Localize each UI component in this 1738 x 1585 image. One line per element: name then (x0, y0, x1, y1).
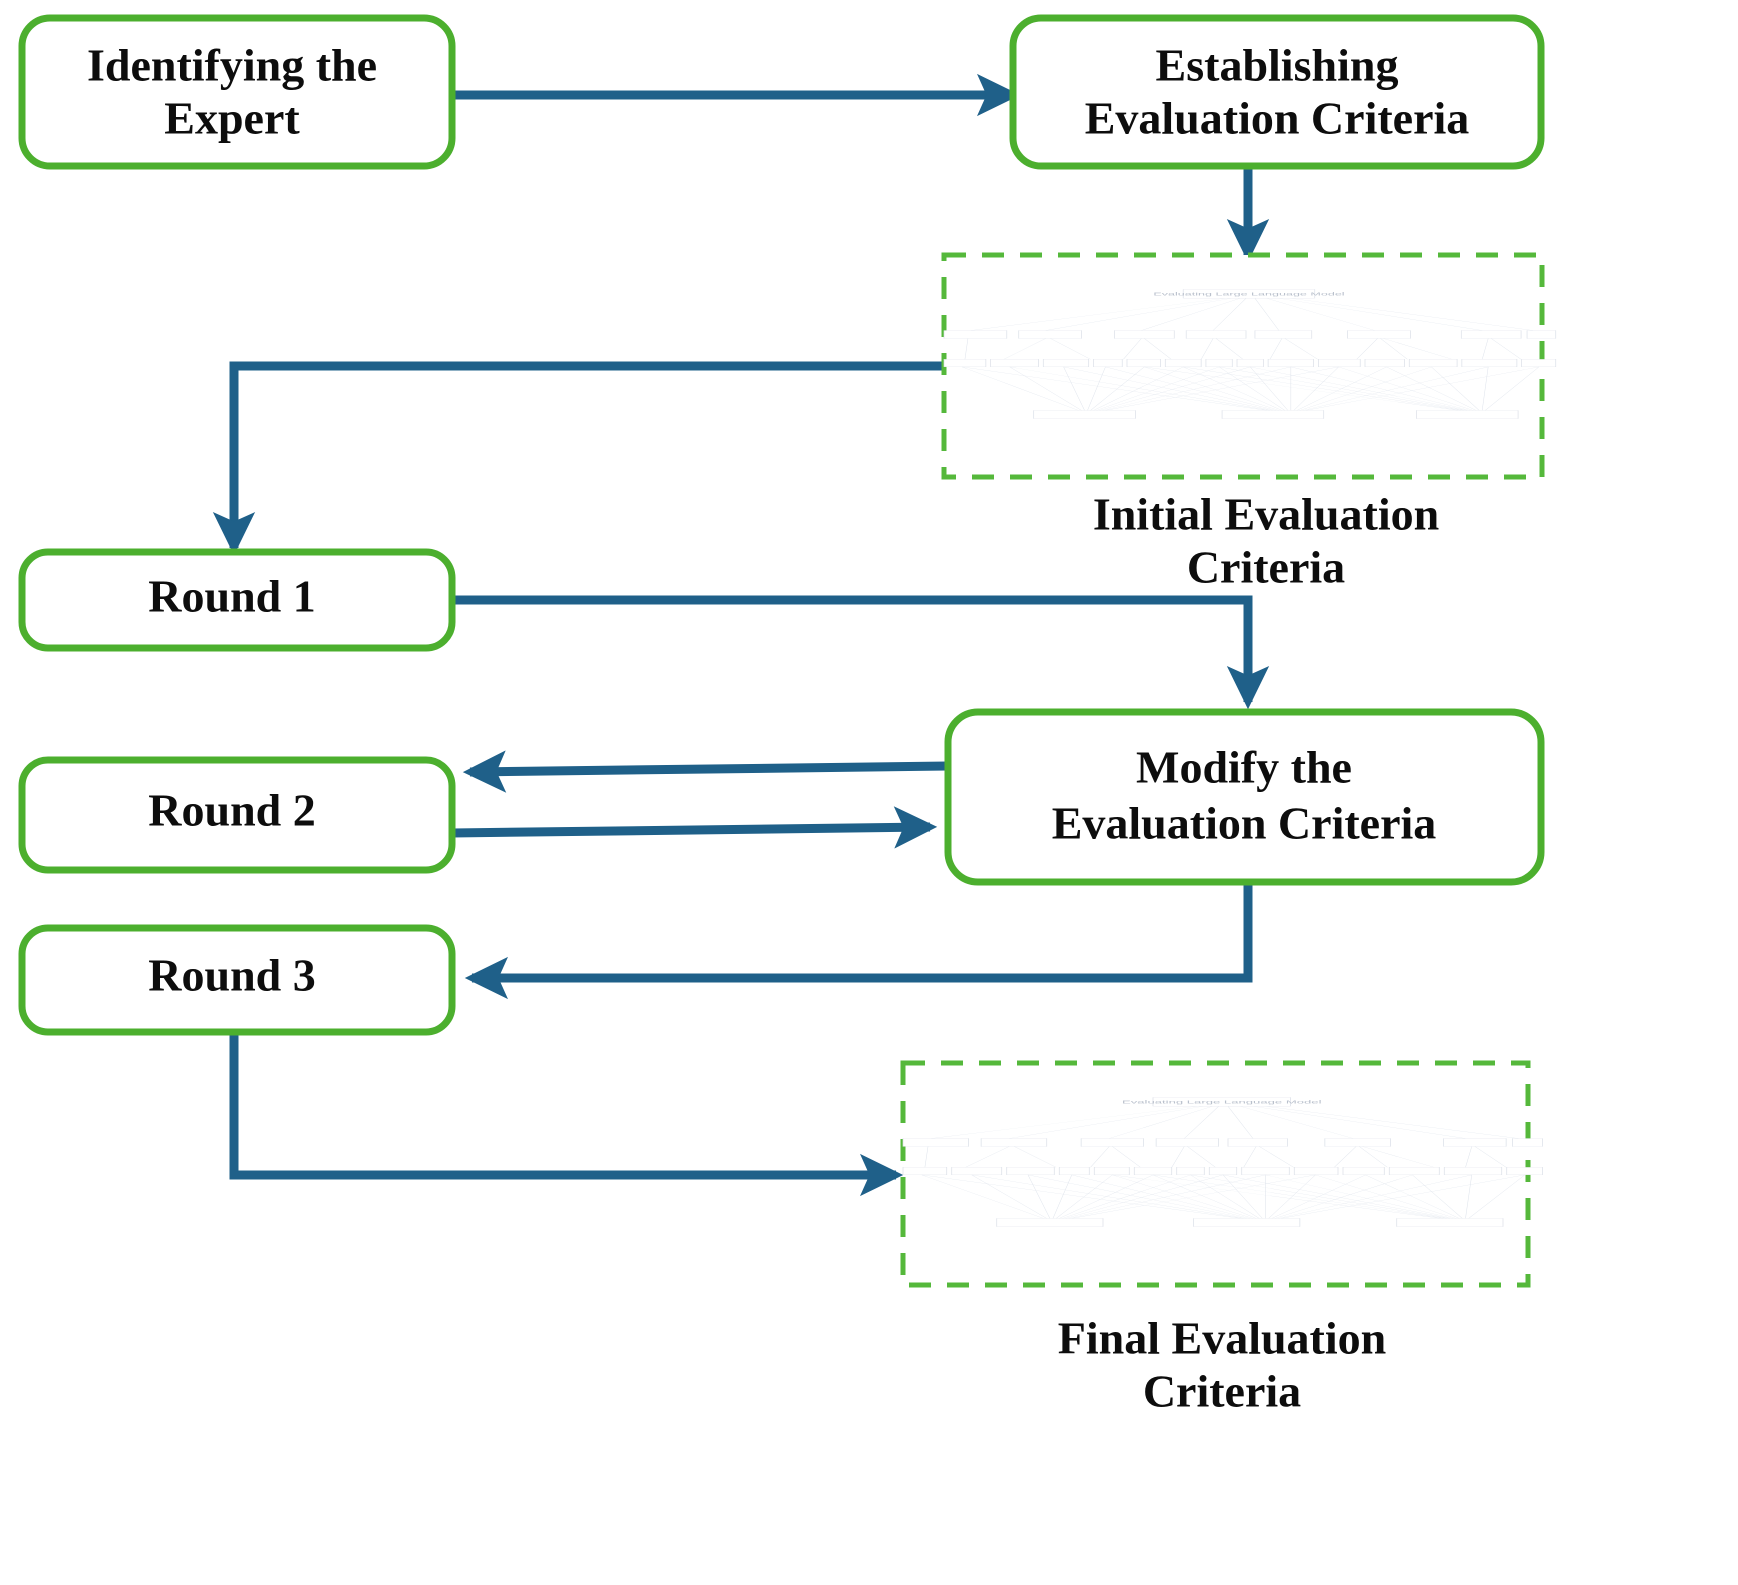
round-2-box[interactable] (18, 756, 456, 874)
establishing-evaluation-criteria-line-1: Establishing (1156, 40, 1399, 91)
node-round-3[interactable]: Round 3 (18, 924, 456, 1036)
edge-round1-to-modify (452, 595, 1270, 710)
modify-the-evaluation-criteria-line-1: Modify the (1136, 742, 1352, 793)
connector-layer (212, 73, 1270, 1197)
round-2-label: Round 2 (148, 785, 315, 836)
modify-the-evaluation-criteria-box[interactable] (944, 708, 1545, 886)
node-modify-the-evaluation-criteria[interactable]: Modify the Evaluation Criteria (944, 708, 1545, 886)
edge-initial-thumb-to-round1 (212, 361, 945, 556)
final-evaluation-criteria-caption: Final Evaluation Criteria (1058, 1313, 1386, 1417)
final-caption-line-2: Criteria (1143, 1366, 1301, 1417)
identifying-the-expert-line-2: Expert (164, 93, 300, 144)
round-3-box[interactable] (18, 924, 456, 1036)
svg-text:Evaluating Large Language Mode: Evaluating Large Language Model (1122, 1100, 1322, 1105)
modify-the-evaluation-criteria-line-2: Evaluation Criteria (1052, 798, 1437, 849)
edge-modify-to-round3 (464, 882, 1253, 1000)
final-caption-line-1: Final Evaluation (1058, 1313, 1386, 1364)
round-1-box[interactable] (18, 548, 456, 652)
identifying-the-expert-line-1: Identifying the (87, 40, 377, 91)
node-identifying-the-expert[interactable]: Identifying the Expert (18, 14, 456, 170)
edge-modify-to-round2 (462, 750, 949, 793)
identifying-the-expert-box[interactable] (18, 14, 456, 170)
round-1-label: Round 1 (148, 571, 315, 622)
initial-evaluation-criteria-caption: Initial Evaluation Criteria (1093, 489, 1439, 593)
initial-criteria-dashed-container: Evaluating Large Language Model (941, 252, 1557, 480)
node-establishing-evaluation-criteria[interactable]: Establishing Evaluation Criteria (1009, 14, 1545, 170)
final-criteria-thumbnail: Evaluating Large Language Model (902, 1097, 1543, 1227)
node-round-2[interactable]: Round 2 (18, 756, 456, 874)
node-round-1[interactable]: Round 1 (18, 548, 456, 652)
final-criteria-dashed-container: Evaluating Large Language Model (900, 1060, 1543, 1288)
edge-round3-to-final-thumb (229, 1032, 904, 1197)
establishing-evaluation-criteria-line-2: Evaluation Criteria (1085, 93, 1470, 144)
edge-round2-to-modify (451, 806, 938, 849)
initial-caption-line-1: Initial Evaluation (1093, 489, 1439, 540)
initial-caption-line-2: Criteria (1187, 542, 1345, 593)
round-3-label: Round 3 (148, 950, 315, 1001)
establishing-evaluation-criteria-box[interactable] (1009, 14, 1545, 170)
initial-criteria-thumbnail: Evaluating Large Language Model (943, 289, 1557, 419)
svg-text:Evaluating Large Language Mode: Evaluating Large Language Model (1153, 291, 1344, 296)
